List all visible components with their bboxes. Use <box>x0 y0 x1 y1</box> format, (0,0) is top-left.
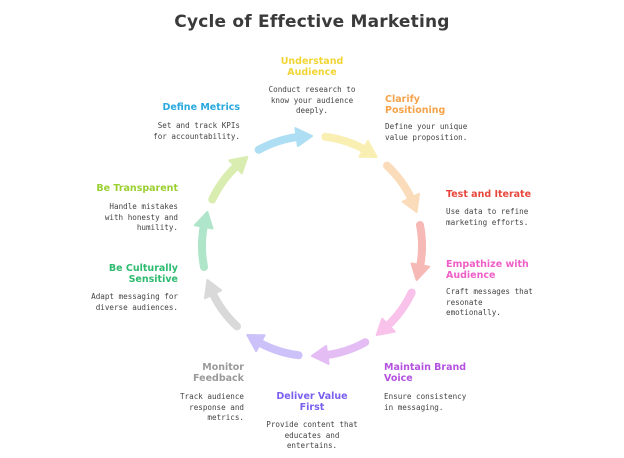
arrow-head-clarify <box>401 192 420 213</box>
arrow-body-maintain <box>321 338 370 360</box>
arrow-body-clarify <box>383 161 416 204</box>
step-desc-deliver: Provide content that educates and entert… <box>266 420 358 450</box>
arrow-head-sensitive <box>193 211 214 230</box>
arrow-body-monitor <box>208 288 241 331</box>
arrow-understand <box>321 132 378 158</box>
arrow-sensitive <box>193 211 214 271</box>
step-desc-empathize: Craft messages that resonate emotionally… <box>446 287 533 317</box>
arrow-head-understand <box>358 139 378 158</box>
arrow-body-deliver <box>254 338 303 360</box>
step-desc-monitor: Track audience response and metrics. <box>179 392 244 422</box>
arrow-monitor <box>204 279 241 331</box>
step-label-sensitive: Be Culturally Sensitive <box>108 263 178 285</box>
arrow-clarify <box>383 161 420 213</box>
step-desc-sensitive: Adapt messaging for diverse audiences. <box>91 292 178 312</box>
arrow-body-test <box>416 221 426 271</box>
arrow-maintain <box>311 338 370 365</box>
arrow-head-empathize <box>375 317 396 336</box>
arrow-head-monitor <box>204 279 223 300</box>
step-desc-transparent: Handle mistakes with honesty and humilit… <box>104 202 178 232</box>
step-desc-maintain: Ensure consistency in messaging. <box>384 392 467 412</box>
arrow-body-transparent <box>208 161 241 204</box>
arrow-metrics <box>254 127 313 154</box>
arrow-transparent <box>208 156 249 204</box>
arrow-body-understand <box>321 132 370 154</box>
arrow-head-metrics <box>294 127 313 147</box>
step-desc-clarify: Define your unique value proposition. <box>385 122 468 142</box>
arrow-head-deliver <box>246 334 266 353</box>
arrow-body-sensitive <box>198 221 208 271</box>
arrow-empathize <box>375 288 416 336</box>
arrow-head-test <box>410 262 431 281</box>
step-label-maintain: Maintain Brand Voice <box>384 362 467 384</box>
step-label-transparent: Be Transparent <box>96 183 178 194</box>
step-label-metrics: Define Metrics <box>162 102 240 113</box>
arrow-test <box>410 221 431 281</box>
arrow-body-empathize <box>383 288 416 331</box>
arrow-head-maintain <box>311 345 330 365</box>
step-label-empathize: Empathize with Audience <box>446 259 529 281</box>
step-label-test: Test and Iterate <box>446 189 532 200</box>
step-label-deliver: Deliver Value First <box>276 391 348 413</box>
step-desc-test: Use data to refine marketing efforts. <box>446 207 529 227</box>
step-label-clarify: Clarify Positioning <box>385 94 446 116</box>
arrow-head-transparent <box>228 156 249 175</box>
step-label-monitor: Monitor Feedback <box>193 362 244 384</box>
step-label-understand: Understand Audience <box>280 56 344 78</box>
arrow-deliver <box>246 334 303 360</box>
arrow-body-metrics <box>254 132 303 154</box>
step-desc-understand: Conduct research to know your audience d… <box>268 85 356 115</box>
diagram-title: Cycle of Effective Marketing <box>174 12 450 32</box>
step-desc-metrics: Set and track KPIs for accountability. <box>153 121 240 141</box>
